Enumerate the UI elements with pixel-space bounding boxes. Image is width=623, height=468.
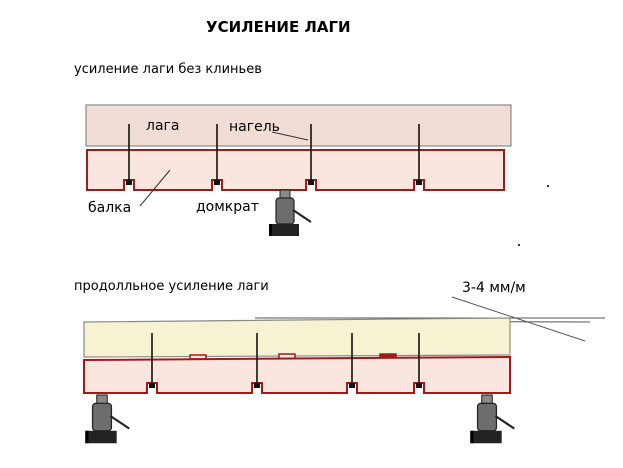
dowel-heads-section1 [126,180,422,185]
jack-icon [469,393,516,445]
slope-label: 3-4 мм/м [462,280,526,296]
label-beam: балка [88,200,131,216]
jack-icon [84,393,131,445]
stray-dot [518,244,520,246]
jack-icon [268,189,312,237]
section2-heading: продолльное усиление лаги [74,279,269,294]
dowel-heads-section2 [149,383,422,388]
label-dowel: нагель [229,119,280,135]
stray-dot [547,185,549,187]
beam-board [86,149,505,191]
dowels-section1 [128,124,420,183]
leader-lines-section1 [139,131,309,207]
beam2-board [83,355,511,394]
lag-board [85,104,512,147]
diagram-title: УСИЛЕНИЕ ЛАГИ [206,18,351,36]
lag2-board [83,317,511,358]
label-jack: домкрат [196,199,259,215]
label-lag: лага [146,118,179,134]
section1-heading: усиление лаги без клиньев [74,62,262,77]
dowels-section2 [151,333,420,387]
